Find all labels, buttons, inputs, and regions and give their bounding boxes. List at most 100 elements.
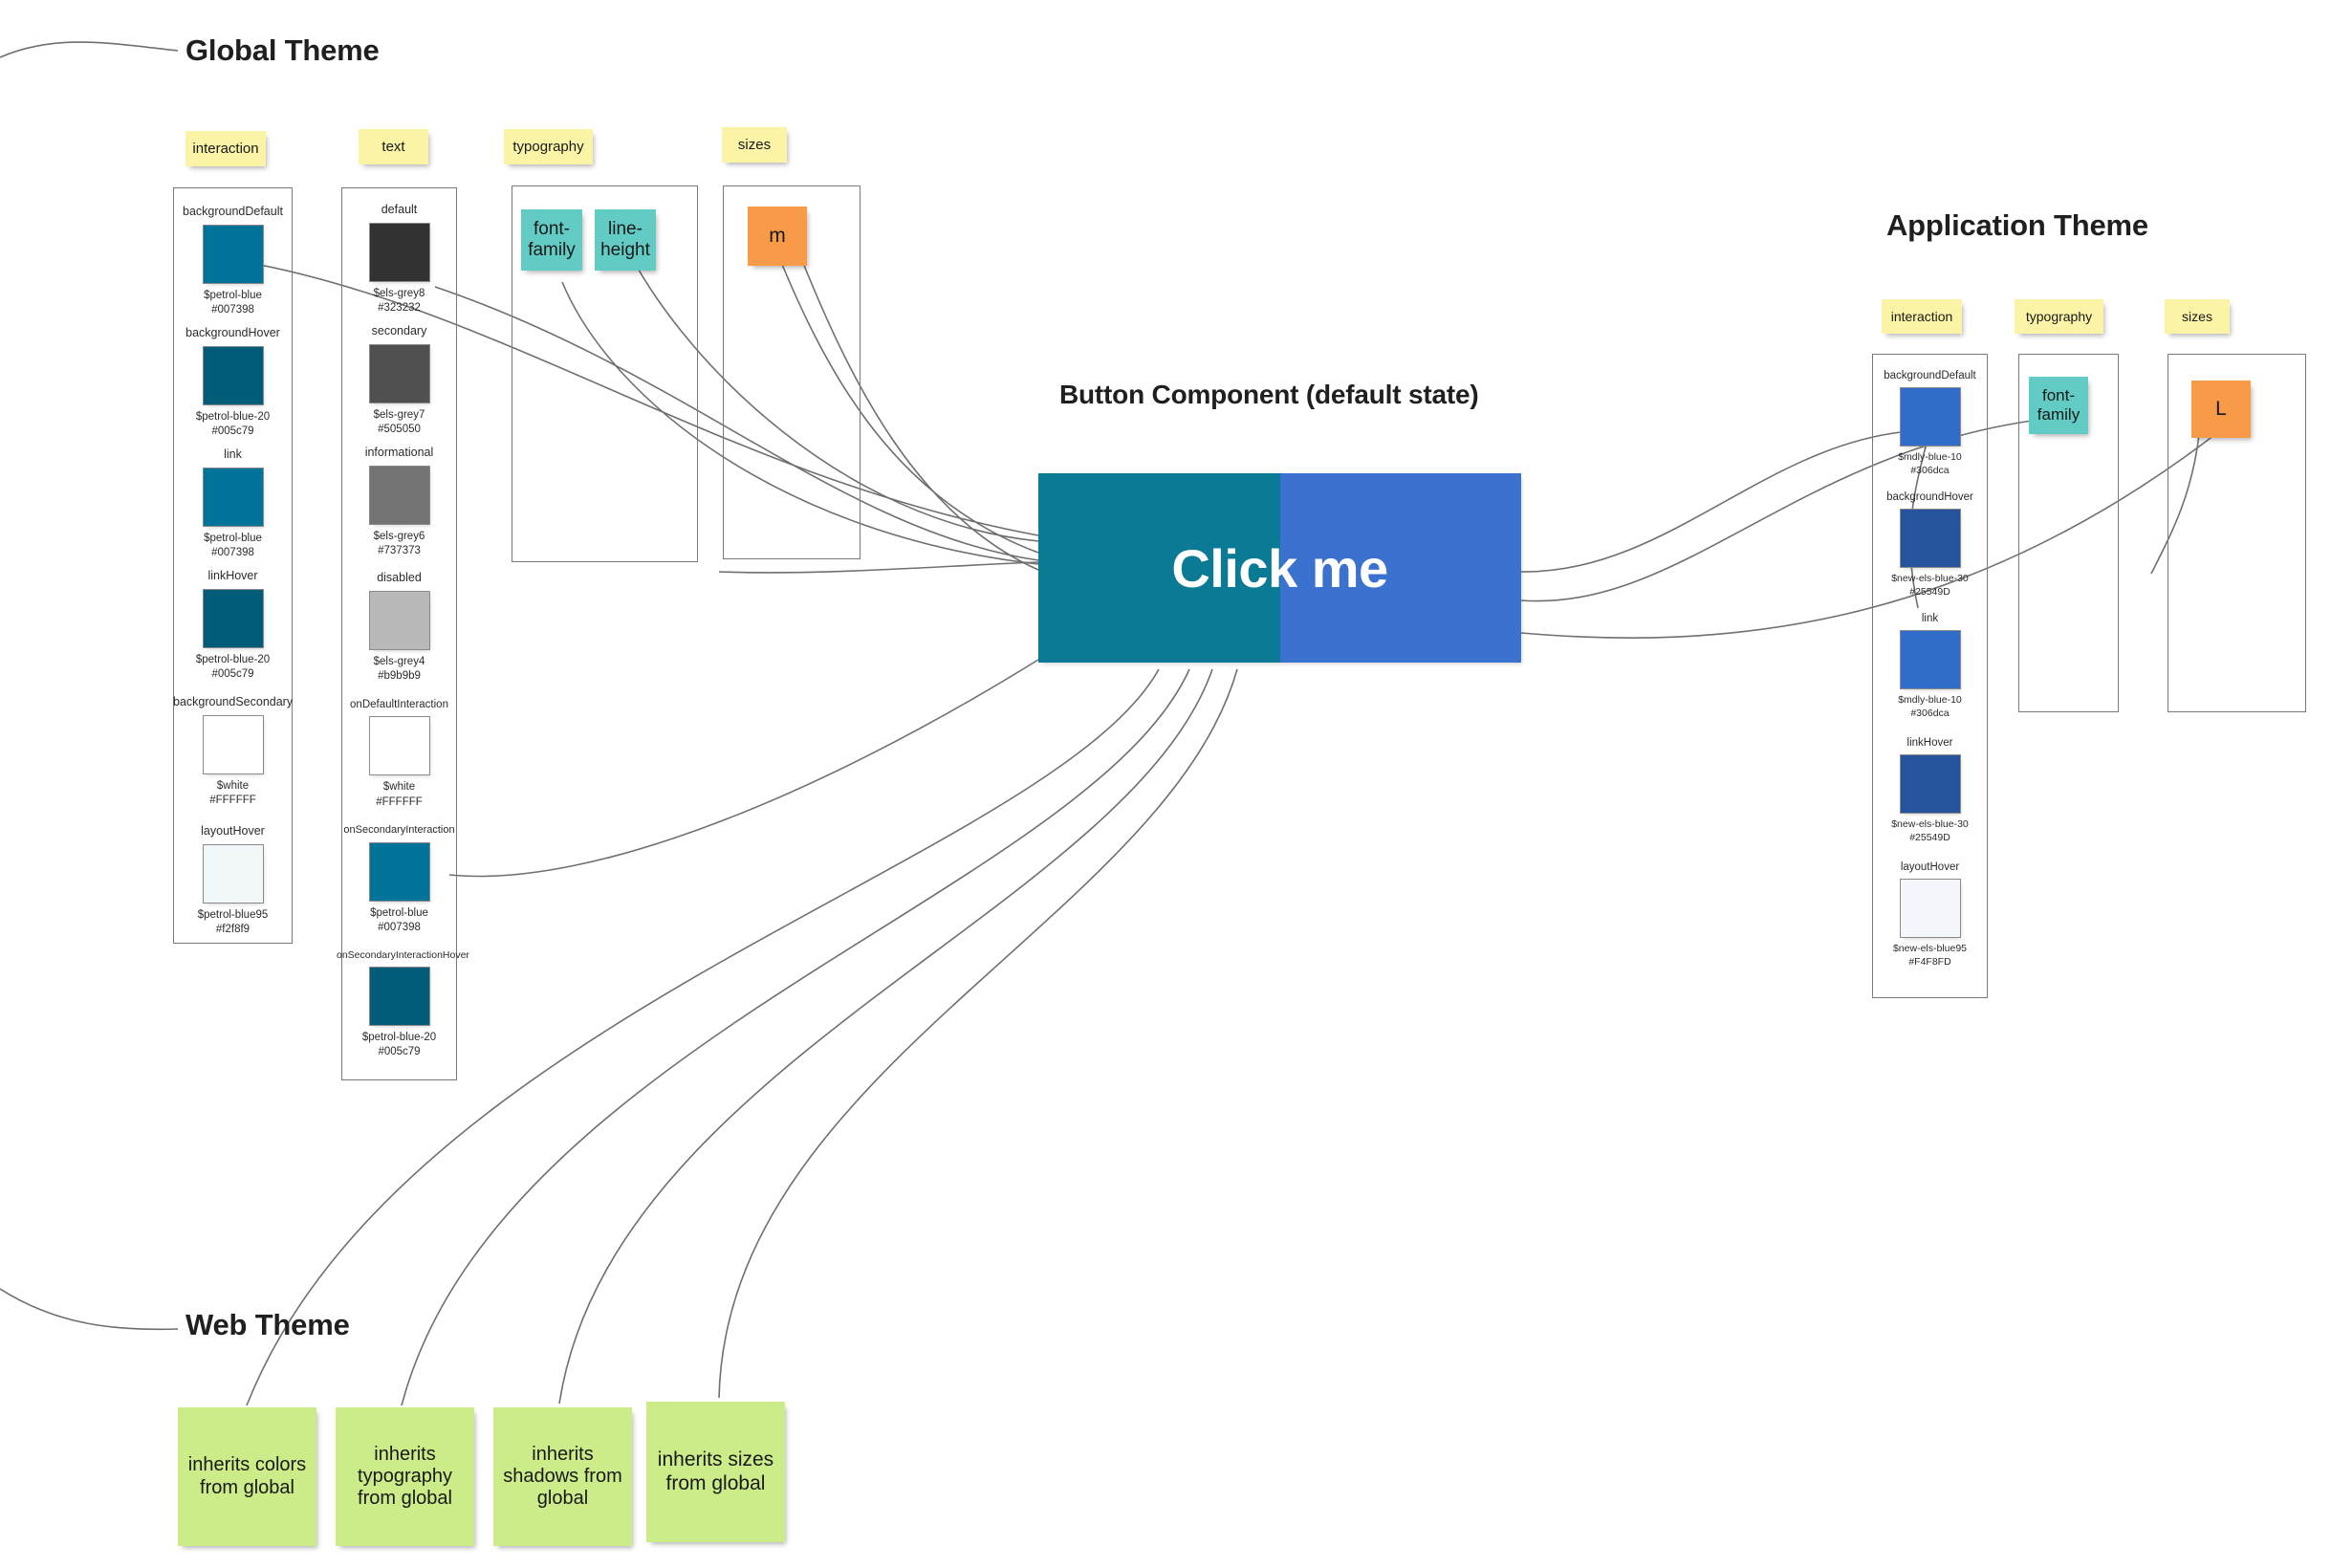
swatch-token: $petrol-blue95 — [197, 908, 269, 921]
swatch-token: $petrol-blue — [204, 532, 262, 544]
swatch-label: linkHover — [1906, 737, 1953, 749]
swatch-token: $petrol-blue — [370, 906, 428, 919]
swatch-chip — [202, 843, 264, 904]
swatch-chip — [368, 841, 430, 902]
swatch-label: backgroundHover — [1886, 491, 1973, 503]
swatch-label: backgroundHover — [185, 326, 280, 339]
swatch-chip — [1899, 387, 1961, 447]
swatch-hex: #F4F8FD — [1908, 956, 1951, 969]
swatch-app-interaction-2: link $mdly-blue-10 #306dca — [1872, 612, 1988, 721]
swatch-global-interaction-5: layoutHover $petrol-blue95 #f2f8f9 — [173, 824, 293, 937]
swatch-hex: #b9b9b9 — [378, 669, 421, 682]
swatch-label: onSecondaryInteraction — [343, 824, 455, 836]
sticky-note-global-line-height[interactable]: line-height — [595, 209, 656, 271]
swatch-chip — [202, 588, 264, 648]
swatch-hex: #306dca — [1910, 465, 1950, 477]
swatch-label: backgroundDefault — [183, 205, 283, 218]
sticky-note-app-interaction[interactable]: interaction — [1882, 299, 1962, 334]
swatch-token: $new-els-blue-30 — [1891, 818, 1969, 831]
swatch-token: $mdly-blue-10 — [1898, 694, 1962, 707]
swatch-chip — [368, 343, 430, 403]
swatch-global-text-4: onDefaultInteraction $white #FFFFFF — [341, 698, 457, 810]
swatch-global-text-1: secondary $els-grey7 #505050 — [341, 324, 457, 437]
swatch-hex: #25549D — [1909, 832, 1950, 844]
swatch-token: $mdly-blue-10 — [1898, 451, 1962, 464]
swatch-app-interaction-4: layoutHover $new-els-blue95 #F4F8FD — [1872, 860, 1988, 969]
swatch-token: $els-grey4 — [373, 655, 425, 667]
swatch-global-text-2: informational $els-grey6 #737373 — [341, 446, 457, 558]
group-box-app-interaction — [1872, 354, 1988, 998]
swatch-label: layoutHover — [201, 824, 265, 838]
swatch-token: $petrol-blue-20 — [361, 1032, 437, 1044]
swatch-app-interaction-0: backgroundDefault $mdly-blue-10 #306dca — [1872, 369, 1988, 478]
swatch-token: $white — [382, 781, 416, 794]
swatch-token: $petrol-blue-20 — [195, 653, 271, 665]
swatch-chip — [1899, 754, 1961, 815]
sticky-note-global-typography[interactable]: typography — [504, 129, 593, 164]
swatch-hex: #25549D — [1909, 586, 1950, 599]
swatch-token: $new-els-blue95 — [1892, 943, 1968, 955]
sticky-note-web-inherits-shadows[interactable]: inherits shadows from global — [493, 1407, 632, 1546]
sticky-note-web-inherits-colors[interactable]: inherits colors from global — [178, 1407, 316, 1546]
swatch-chip — [202, 467, 264, 527]
swatch-label: link — [224, 447, 242, 461]
swatch-app-interaction-1: backgroundHover $new-els-blue-30 #25549D — [1872, 490, 1988, 599]
swatch-hex: #FFFFFF — [376, 795, 423, 808]
swatch-label: layoutHover — [1900, 861, 1960, 873]
swatch-hex: #005c79 — [378, 1046, 421, 1058]
swatch-hex: #005c79 — [211, 667, 254, 680]
swatch-global-interaction-0: backgroundDefault $petrol-blue #007398 — [173, 205, 293, 317]
sticky-note-global-font-family[interactable]: font-family — [521, 209, 582, 271]
swatch-label: backgroundDefault — [1884, 370, 1976, 381]
swatch-token: $white — [216, 779, 250, 792]
swatch-token: $els-grey6 — [373, 530, 425, 542]
swatch-label: link — [1921, 613, 1939, 624]
swatch-token: $petrol-blue — [204, 289, 262, 301]
swatch-global-text-5: onSecondaryInteraction $petrol-blue #007… — [341, 824, 457, 935]
swatch-chip — [368, 590, 430, 650]
button-label: Click me — [1171, 537, 1388, 599]
swatch-app-interaction-3: linkHover $new-els-blue-30 #25549D — [1872, 736, 1988, 845]
swatch-label: backgroundSecondary — [173, 695, 294, 708]
swatch-global-text-6: onSecondaryInteractionHover $petrol-blue… — [337, 949, 469, 1059]
swatch-chip — [1899, 630, 1961, 690]
button-component-click-me[interactable]: Click me — [1038, 473, 1521, 663]
page-title-application-theme: Application Theme — [1886, 208, 2148, 242]
swatch-chip — [202, 345, 264, 405]
swatch-hex: #005c79 — [211, 425, 254, 437]
swatch-hex: #FFFFFF — [209, 794, 256, 806]
swatch-hex: #505050 — [378, 423, 421, 435]
swatch-label: linkHover — [207, 569, 258, 582]
swatch-hex: #007398 — [211, 546, 254, 558]
swatch-label: disabled — [377, 571, 422, 584]
swatch-hex: #737373 — [378, 544, 421, 556]
swatch-global-interaction-3: linkHover $petrol-blue-20 #005c79 — [173, 569, 293, 682]
swatch-chip — [202, 224, 264, 284]
swatch-chip — [368, 222, 430, 282]
sticky-note-app-size-l[interactable]: L — [2191, 381, 2251, 438]
swatch-label: secondary — [371, 324, 427, 338]
sticky-note-app-typography[interactable]: typography — [2015, 299, 2103, 334]
sticky-note-global-sizes[interactable]: sizes — [722, 127, 787, 163]
swatch-global-interaction-2: link $petrol-blue #007398 — [173, 447, 293, 560]
sticky-note-web-inherits-sizes[interactable]: inherits sizes from global — [646, 1402, 785, 1542]
sticky-note-web-inherits-typography[interactable]: inherits typography from global — [336, 1407, 474, 1546]
swatch-hex: #323232 — [378, 301, 421, 314]
swatch-hex: #f2f8f9 — [215, 923, 251, 935]
swatch-global-interaction-1: backgroundHover $petrol-blue-20 #005c79 — [173, 326, 293, 439]
page-title-web-theme: Web Theme — [185, 1308, 350, 1341]
swatch-token: $new-els-blue-30 — [1891, 573, 1969, 585]
sticky-note-app-font-family[interactable]: font-family — [2029, 377, 2088, 434]
page-title-button-component: Button Component (default state) — [1059, 380, 1479, 409]
swatch-token: $petrol-blue-20 — [195, 410, 271, 423]
swatch-token: $els-grey7 — [373, 408, 425, 421]
sticky-note-global-interaction[interactable]: interaction — [185, 131, 266, 166]
sticky-note-app-sizes[interactable]: sizes — [2165, 299, 2230, 334]
swatch-label: informational — [364, 446, 434, 459]
swatch-chip — [368, 967, 430, 1027]
swatch-label: onSecondaryInteractionHover — [337, 949, 469, 961]
button-half-application-theme — [1279, 473, 1521, 663]
sticky-note-global-text[interactable]: text — [359, 129, 428, 164]
sticky-note-global-size-m[interactable]: m — [748, 207, 807, 266]
